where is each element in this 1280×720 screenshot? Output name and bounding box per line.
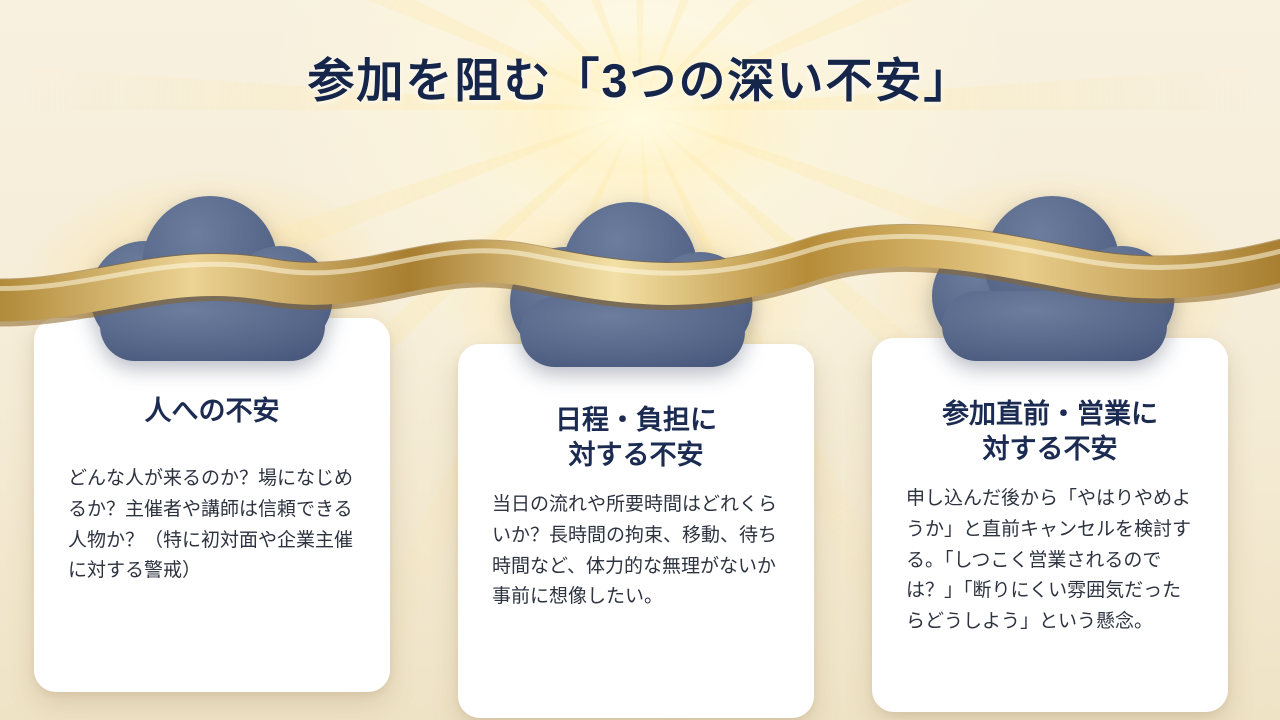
cloud-icon xyxy=(90,196,333,361)
card-heading: 日程・負担に 対する不安 xyxy=(555,404,717,470)
cloud-icon xyxy=(510,202,753,367)
card-body: 申し込んだ後から「やはりやめようか」と直前キャンセルを検討する。「しつこく営業さ… xyxy=(906,488,1192,633)
card-body: 当日の流れや所要時間はどれくらいか？長時間の拘束、移動、待ち時間など、体力的な無… xyxy=(492,494,778,608)
cloud-icon xyxy=(932,196,1175,361)
card-heading: 人への不安 xyxy=(144,396,280,427)
anxiety-card-schedule: 日程・負担に 対する不安 当日の流れや所要時間はどれくらいか？長時間の拘束、移動… xyxy=(458,344,814,718)
anxiety-card-people: 人への不安 どんな人が来るのか？場になじめるか？主催者や講師は信頼できる人物か？… xyxy=(34,318,390,692)
page-title: 参加を阻む「3つの深い不安」 xyxy=(307,54,973,107)
card-heading: 参加直前・営業に 対する不安 xyxy=(942,398,1158,464)
card-body: どんな人が来るのか？場になじめるか？主催者や講師は信頼できる人物か？（特に初対面… xyxy=(68,468,354,582)
anxiety-card-sales: 参加直前・営業に 対する不安 申し込んだ後から「やはりやめようか」と直前キャンセ… xyxy=(872,338,1228,712)
